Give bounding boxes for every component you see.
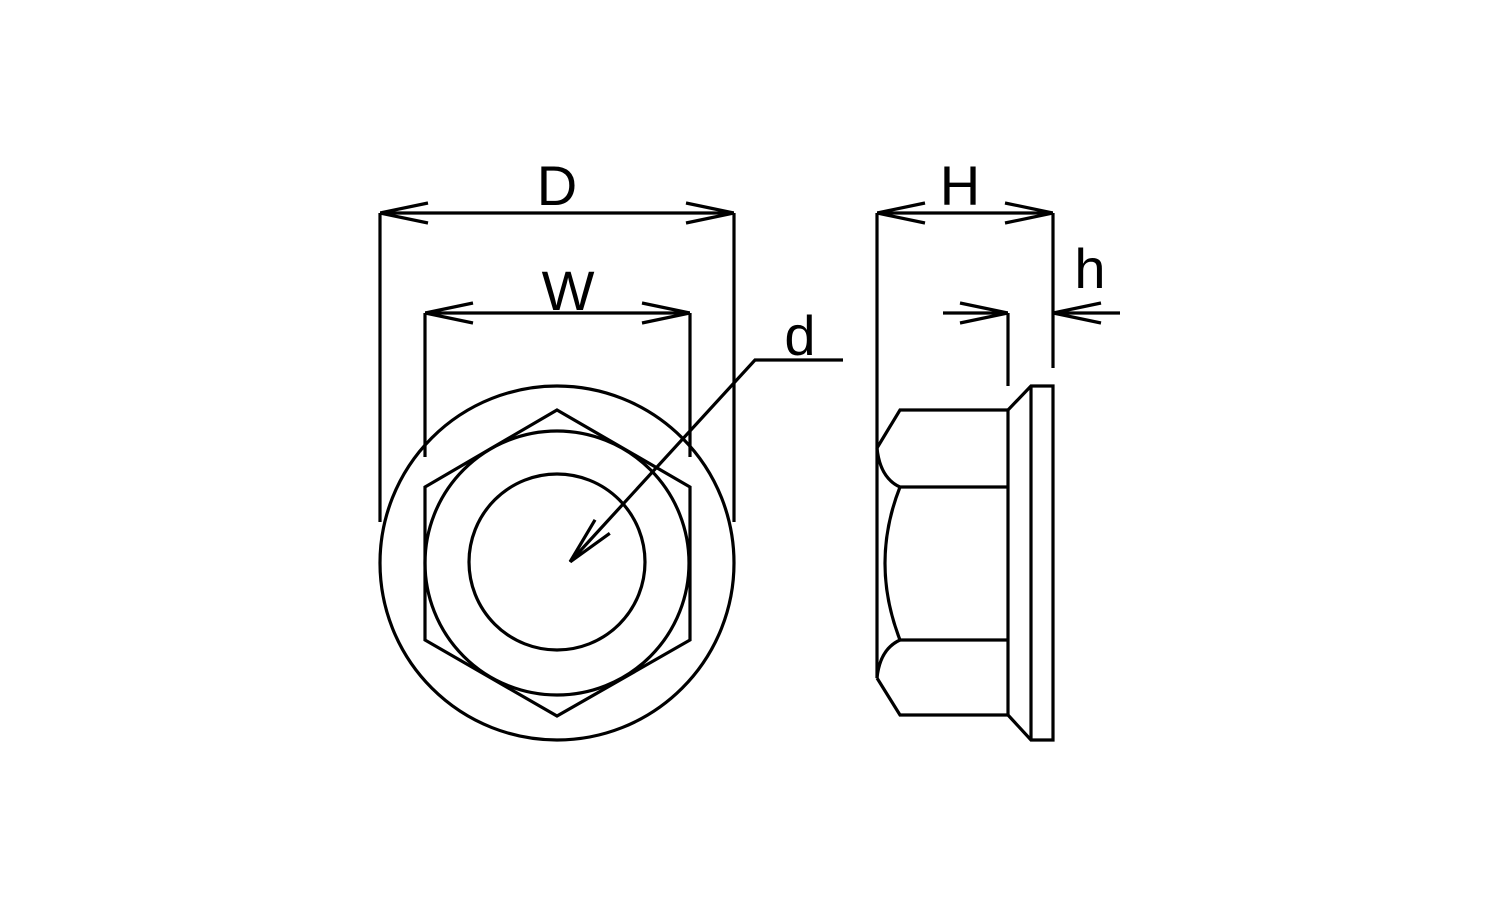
flange-outer-circle (378, 384, 736, 742)
label-H: H (940, 154, 980, 217)
dimension-h: h (943, 237, 1120, 386)
label-h: h (1074, 237, 1105, 300)
side-view: H h (875, 154, 1120, 742)
front-view: D W d (378, 154, 843, 742)
label-d: d (784, 304, 815, 367)
dimension-H: H (875, 154, 1055, 448)
label-W: W (542, 259, 595, 322)
thread-hole-circle (467, 472, 647, 652)
hex-outline (423, 408, 692, 718)
chamfer-circle (423, 429, 691, 697)
flange-outline (1006, 384, 1055, 742)
dimension-W: W (423, 259, 692, 457)
dimension-D: D (378, 154, 736, 522)
label-D: D (537, 154, 577, 217)
dimension-d-leader: d (570, 304, 843, 562)
